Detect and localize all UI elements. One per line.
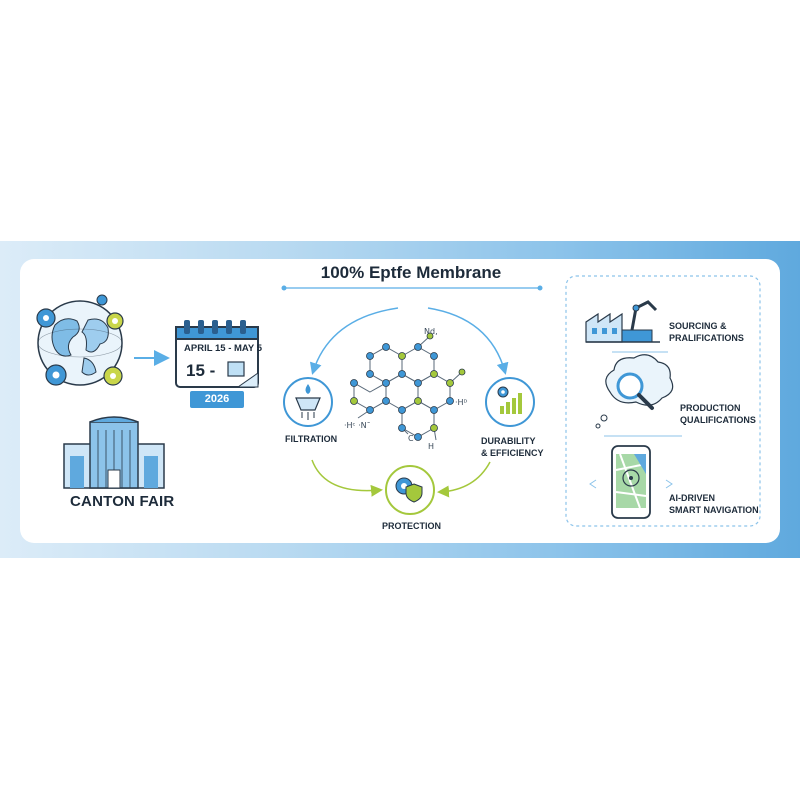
molecule-atoms — [350, 332, 466, 441]
service-line: PRODUCTION — [680, 403, 741, 413]
shield-gear-icon — [385, 465, 435, 515]
service-line: SOURCING & — [669, 321, 727, 331]
service-line: AI-DRIVEN — [669, 493, 716, 503]
service-line: QUALIFICATIONS — [680, 415, 756, 425]
durability-label: DURABILITY & EFFICIENCY — [481, 435, 544, 459]
growth-chart-icon — [485, 377, 535, 427]
service-production-label: PRODUCTION QUALIFICATIONS — [680, 402, 756, 426]
page-title: 100% Eptfe Membrane — [320, 263, 502, 282]
service-line: PRALIFICATIONS — [669, 333, 744, 343]
building-icon — [63, 416, 165, 489]
magnifier-thought-icon — [595, 354, 674, 429]
filtration-label: FILTRATION — [285, 434, 338, 444]
arrow-icon — [427, 307, 509, 375]
factory-robot-icon — [585, 300, 660, 343]
molecule-label-top: Nd, — [424, 327, 438, 336]
molecule-label-right: ·Hᴰ — [455, 398, 468, 407]
arrow-icon — [437, 461, 491, 498]
event-name: CANTON FAIR — [70, 493, 175, 510]
protection-label: PROTECTION — [382, 521, 442, 531]
phone-map-icon — [589, 445, 673, 519]
filter-icon — [283, 377, 333, 427]
calendar-icon — [175, 320, 259, 388]
molecule-label-left: ·Hᶜ ·Nˉ — [344, 421, 371, 430]
calendar-date-range: APRIL 15 - MAY 5 — [184, 343, 262, 354]
globe-gears-icon — [36, 294, 124, 386]
service-navigation-label: AI-DRIVEN SMART NAVIGATION — [669, 492, 759, 516]
durability-label-line1: DURABILITY — [481, 436, 536, 446]
molecule-label-h: H — [428, 442, 435, 451]
molecule-label-c: C — [408, 434, 414, 443]
calendar-day: 15 - — [186, 361, 216, 380]
arrow-icon — [309, 307, 399, 375]
services-panel — [565, 275, 761, 527]
durability-label-line2: & EFFICIENCY — [481, 448, 544, 458]
arrow-icon — [311, 459, 383, 497]
service-sourcing-label: SOURCING & PRALIFICATIONS — [669, 320, 744, 344]
year-badge: 2026 — [190, 391, 244, 408]
service-line: SMART NAVIGATION — [669, 505, 759, 515]
